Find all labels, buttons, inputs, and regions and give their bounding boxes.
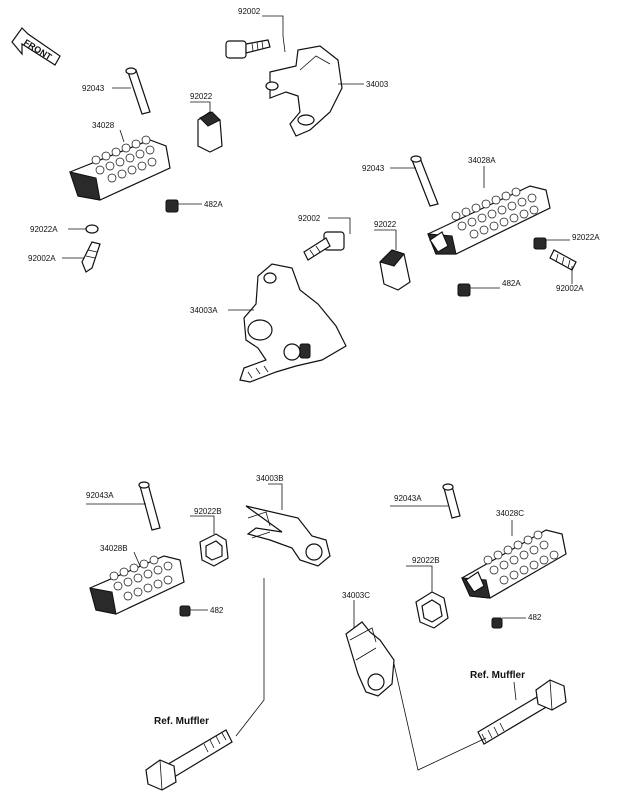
top-bracket — [265, 45, 343, 137]
label-upper-left-spring: 92002A — [28, 254, 56, 263]
upper-right-washer — [533, 237, 547, 250]
label-upper-left-cotter: 482A — [204, 200, 223, 209]
mid-bracket — [239, 263, 347, 383]
label-top-bracket: 34003 — [366, 80, 389, 89]
label-upper-right-cotter: 482A — [502, 279, 521, 288]
mid-bushing — [379, 249, 411, 291]
label-right-muffler: Ref. Muffler — [470, 670, 525, 681]
front-arrow-icon: FRONT — [11, 27, 61, 66]
upper-left-bushing — [197, 111, 223, 153]
upper-right-spring — [549, 249, 577, 271]
lower-right-bracket — [345, 621, 395, 697]
upper-right-footpeg — [427, 185, 551, 255]
label-upper-right-pin: 92043 — [362, 164, 385, 173]
lower-right-pin — [442, 483, 461, 519]
lower-left-bushing — [199, 533, 229, 567]
label-lower-left-footpeg: 34028B — [100, 544, 128, 553]
label-mid-bracket: 34003A — [190, 306, 218, 315]
label-lower-right-cotter: 482 — [528, 613, 542, 622]
label-upper-right-washer: 92022A — [572, 233, 600, 242]
mid-bolt — [303, 231, 345, 261]
label-lower-right-bushing: 92022B — [412, 556, 440, 565]
right-muffler-bolt — [477, 679, 567, 745]
label-mid-bolt: 92002 — [298, 214, 321, 223]
label-mid-bushing: 92022 — [374, 220, 397, 229]
label-upper-left-footpeg: 34028 — [92, 121, 115, 130]
label-lower-left-cotter: 482 — [210, 606, 224, 615]
label-lower-left-bracket: 34003B — [256, 474, 284, 483]
label-lower-left-pin: 92043A — [86, 491, 114, 500]
label-upper-right-spring: 92002A — [556, 284, 584, 293]
label-upper-left-pin: 92043 — [82, 84, 105, 93]
top-bolt — [225, 39, 271, 59]
lower-left-bracket — [245, 505, 331, 567]
label-upper-right-footpeg: 34028A — [468, 156, 496, 165]
upper-left-spring — [81, 241, 101, 273]
left-muffler-bolt — [145, 729, 233, 791]
lower-right-cotter — [491, 617, 503, 629]
label-lower-right-bracket: 34003C — [342, 591, 370, 600]
lower-left-cotter — [179, 605, 191, 617]
lower-left-footpeg — [89, 555, 185, 615]
label-lower-left-bushing: 92022B — [194, 507, 222, 516]
label-upper-left-washer: 92022A — [30, 225, 58, 234]
lower-right-footpeg — [461, 529, 567, 599]
label-upper-left-bushing: 92022 — [190, 92, 213, 101]
label-lower-right-footpeg: 34028C — [496, 509, 524, 518]
label-lower-right-pin: 92043A — [394, 494, 422, 503]
upper-left-washer — [85, 224, 99, 234]
upper-left-pin — [125, 67, 151, 115]
lower-right-bushing — [415, 591, 449, 629]
upper-left-footpeg — [69, 135, 171, 201]
upper-left-cotter — [165, 199, 179, 213]
label-top-bolt: 92002 — [238, 7, 261, 16]
label-left-muffler: Ref. Muffler — [154, 716, 209, 727]
lower-left-pin — [138, 481, 161, 531]
upper-right-cotter — [457, 283, 471, 297]
upper-right-pin — [410, 155, 439, 207]
